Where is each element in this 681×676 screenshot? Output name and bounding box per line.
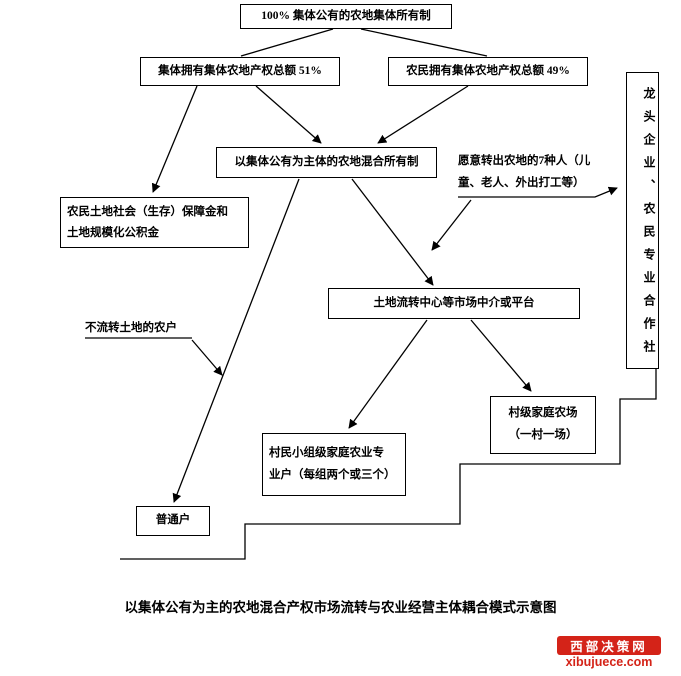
arrow-transfer-to-village-farm	[470, 319, 532, 392]
arrow-seven-people-to-transfer-flow	[431, 199, 472, 251]
arrow-mixed-to-transfer-center	[351, 178, 434, 286]
box-security-fund-line1: 农民土地社会（生存）保障金和	[67, 205, 228, 218]
box-village-family-farm-line2: （一村一场）	[508, 429, 578, 441]
label-non-transfer-households: 不流转土地的农户	[85, 317, 215, 339]
box-mixed-ownership: 以集体公有为主体的农地混合所有制	[216, 147, 437, 178]
box-land-transfer-center: 土地流转中心等市场中介或平台	[328, 288, 580, 319]
label-non-transfer-households-text: 不流转土地的农户	[85, 322, 177, 334]
box-farmer-share-49: 农民拥有集体农地产权总额 49%	[388, 57, 588, 86]
box-dragon-head-enterprise-label: 龙头企业、农民专业合作社	[642, 86, 656, 363]
watermark-site-badge: 西部决策网	[557, 636, 661, 655]
diagram-caption: 以集体公有为主的农地混合产权市场流转与农业经营主体耦合模式示意图	[124, 600, 557, 615]
box-group-family-farm: 村民小组级家庭农业专 业户（每组两个或三个）	[262, 433, 406, 496]
box-farmer-share-49-label: 农民拥有集体农地产权总额 49%	[406, 64, 570, 77]
connector-top-to-49	[360, 28, 488, 57]
box-land-transfer-center-label: 土地流转中心等市场中介或平台	[373, 296, 535, 309]
box-ordinary-household: 普通户	[136, 506, 210, 536]
box-security-fund: 农民土地社会（生存）保障金和 土地规模化公积金	[60, 197, 249, 248]
label-seven-kinds-of-people: 愿意转出农地的7种人（儿 童、老人、外出打工等）	[458, 150, 616, 195]
box-ordinary-household-label: 普通户	[155, 514, 191, 527]
box-mixed-ownership-label: 以集体公有为主体的农地混合所有制	[234, 155, 419, 168]
box-group-family-farm-line2: 业户（每组两个或三个）	[269, 468, 396, 481]
label-seven-kinds-line2: 童、老人、外出打工等）	[458, 177, 585, 190]
box-collective-share-51: 集体拥有集体农地产权总额 51%	[140, 57, 340, 86]
connector-top-to-51	[240, 28, 334, 57]
arrow-transfer-to-group-farm	[348, 319, 428, 429]
arrow-51-to-security-fund	[151, 85, 198, 193]
box-group-family-farm-line1: 村民小组级家庭农业专	[269, 446, 384, 459]
box-collective-ownership-100: 100% 集体公有的农地集体所有制	[240, 4, 452, 29]
box-collective-share-51-label: 集体拥有集体农地产权总额 51%	[158, 64, 322, 77]
label-seven-kinds-line1: 愿意转出农地的7种人（儿	[458, 155, 591, 167]
box-dragon-head-enterprise: 龙头企业、农民专业合作社	[626, 72, 659, 369]
box-security-fund-line2: 土地规模化公积金	[67, 226, 159, 239]
arrow-non-transfer-to-flow-line	[191, 339, 223, 376]
arrow-49-to-mixed	[377, 85, 469, 144]
box-village-family-farm-line1: 村级家庭农场	[508, 407, 578, 420]
box-village-family-farm: 村级家庭农场 （一村一场）	[490, 396, 596, 454]
arrow-51-to-mixed	[255, 85, 322, 144]
watermark-site-name: 西部决策网	[570, 640, 648, 654]
box-collective-ownership-100-label: 100% 集体公有的农地集体所有制	[261, 9, 431, 22]
watermark-site-url: xibujuece.com	[565, 655, 653, 669]
